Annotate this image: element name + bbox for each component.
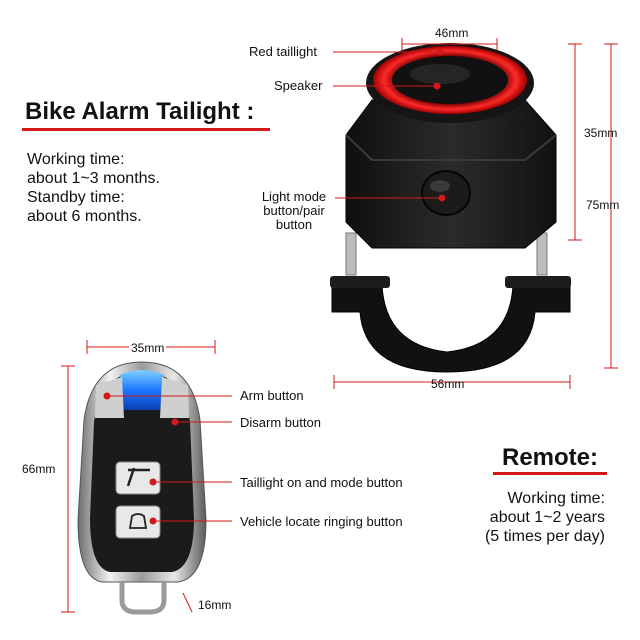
- callout-taillight-mode-button: Taillight on and mode button: [240, 475, 403, 490]
- keychain-loop: [119, 582, 167, 615]
- dimension-remote-width: 35mm: [129, 341, 167, 355]
- light-mode-button: [421, 170, 471, 216]
- dimension-width-clamp: 56mm: [431, 377, 465, 391]
- remote-led: [120, 370, 164, 410]
- remote-specs: Working time: about 1~2 years (5 times p…: [485, 489, 605, 546]
- callout-locate-button: Vehicle locate ringing button: [240, 514, 403, 529]
- clamp-bolt-left: [345, 232, 357, 276]
- locate-key: [115, 505, 161, 539]
- remote-spec-line: (5 times per day): [484, 528, 605, 545]
- tailight-spec-line: about 1~3 months.: [27, 170, 160, 187]
- callout-speaker: Speaker: [274, 78, 323, 93]
- clamp-ear-left: [330, 276, 390, 288]
- remote-heading: Remote:: [502, 444, 599, 471]
- callout-line: button/pair: [263, 203, 325, 218]
- handlebar-clamp: [331, 284, 571, 373]
- dimension-height-body: 35mm: [584, 126, 618, 140]
- tailight-heading: Bike Alarm Tailight :: [25, 98, 255, 125]
- dimension-height-total: 75mm: [586, 198, 620, 212]
- callout-dot: [436, 48, 444, 56]
- callout-dot: [149, 517, 157, 525]
- callout-dot: [433, 82, 441, 90]
- dimension-remote-thickness: 16mm: [198, 598, 232, 612]
- callout-dot: [103, 392, 111, 400]
- callout-light-mode: Light mode button/pair button: [255, 190, 333, 232]
- tailight-dimension-lines: [333, 38, 618, 389]
- callout-arm-button: Arm button: [240, 388, 304, 403]
- remote-device: [77, 361, 207, 615]
- callout-dot: [149, 478, 157, 486]
- remote-callouts: [103, 392, 232, 525]
- tailight-spec-line: about 6 months.: [27, 208, 142, 225]
- callout-dot: [438, 194, 446, 202]
- dimension-remote-height: 66mm: [22, 462, 56, 476]
- callout-line: Light mode: [261, 189, 327, 204]
- tailight-spec-line: Working time:: [27, 151, 125, 168]
- tailight-specs: Working time: about 1~3 months. Standby …: [27, 150, 160, 226]
- taillight-mode-key: [115, 461, 161, 495]
- remote-heading-underline: [493, 472, 607, 475]
- callout-dot: [171, 418, 179, 426]
- remote-spec-line: Working time:: [507, 490, 605, 507]
- remote-spec-line: about 1~2 years: [489, 509, 605, 526]
- tailight-callouts: [333, 48, 446, 202]
- callout-line: button: [275, 217, 313, 232]
- tailight-spec-line: Standby time:: [27, 189, 125, 206]
- tailight-device: [330, 43, 571, 373]
- disarm-button-key: [160, 377, 189, 418]
- clamp-bolt-right: [536, 232, 548, 276]
- tailight-heading-underline: [22, 128, 270, 131]
- callout-disarm-button: Disarm button: [240, 415, 321, 430]
- dimension-width-top: 46mm: [435, 26, 469, 40]
- clamp-ear-right: [505, 276, 571, 288]
- callout-red-taillight: Red taillight: [249, 44, 317, 59]
